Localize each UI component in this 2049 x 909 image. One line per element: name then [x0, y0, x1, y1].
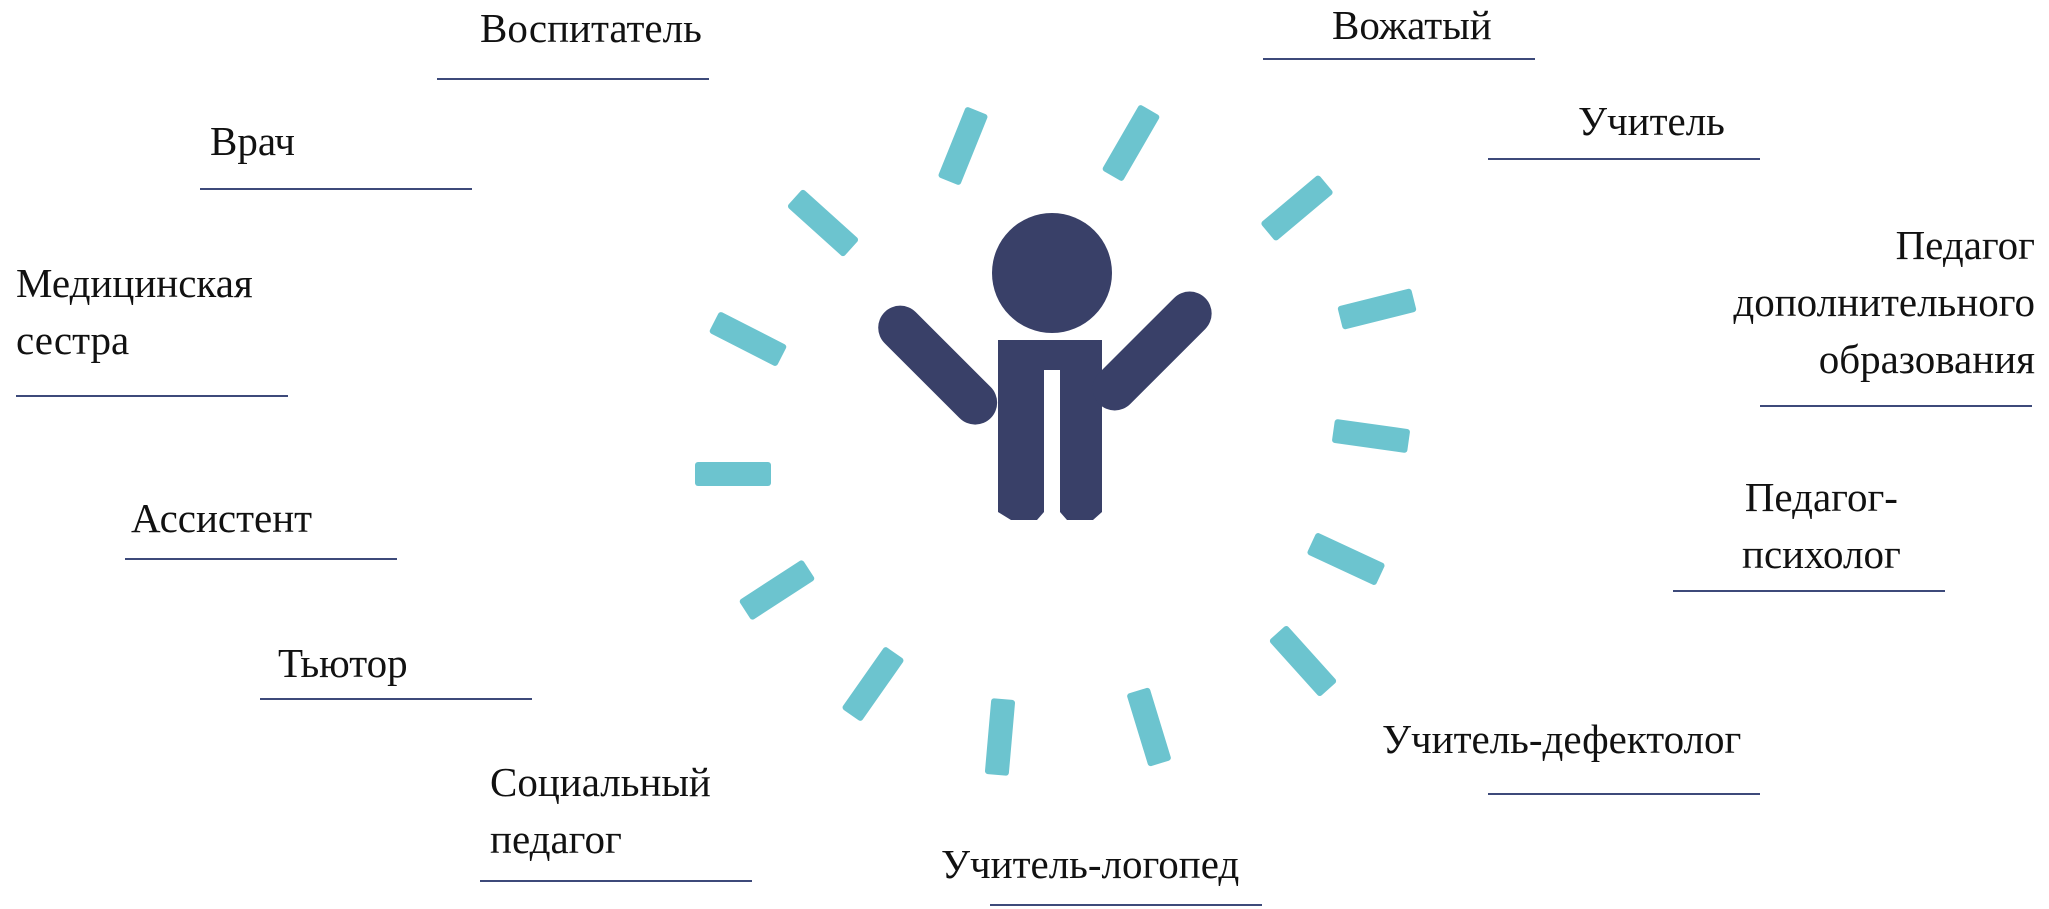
rays-group: [695, 105, 1417, 776]
underline-vrach: [200, 188, 472, 190]
role-vospitatel: Воспитатель: [480, 5, 702, 51]
ray-13: [709, 312, 787, 366]
underline-assistent: [125, 558, 397, 560]
ray-8: [1127, 687, 1171, 767]
role-vrach: Врач: [210, 118, 296, 164]
child-figure-icon: [878, 213, 1212, 520]
role-soc-pedagog: Социальный педагог: [490, 759, 711, 862]
role-vozhaty: Вожатый: [1332, 2, 1492, 48]
ray-4: [1337, 288, 1417, 330]
figure-head: [992, 213, 1112, 333]
underline-vospitatel: [437, 78, 709, 80]
ray-9: [984, 698, 1016, 776]
role-pedagog-psiholog: Педагог- психолог: [1742, 474, 1901, 577]
ray-1: [938, 107, 988, 185]
ray-11: [739, 560, 815, 620]
ray-6: [1307, 533, 1385, 585]
underline-med-sestra: [16, 395, 288, 397]
ray-12: [695, 462, 771, 486]
ray-5: [1332, 419, 1410, 453]
underline-defektolog: [1488, 793, 1760, 795]
ray-2: [1102, 105, 1160, 181]
figure-left-arm: [878, 305, 998, 425]
role-defektolog: Учитель-дефектолог: [1382, 716, 1742, 762]
role-pedagog-dop: Педагог дополнительного образования: [1733, 222, 2035, 382]
underline-vozhaty: [1263, 58, 1535, 60]
ray-14: [787, 189, 859, 257]
underline-soc-pedagog: [480, 880, 752, 882]
ray-3: [1261, 175, 1333, 241]
role-med-sestra: Медицинская сестра: [16, 260, 253, 363]
ray-10: [842, 647, 904, 721]
role-logoped: Учитель-логопед: [941, 841, 1240, 887]
underline-logoped: [990, 904, 1262, 906]
role-tyutor: Тьютор: [278, 640, 408, 686]
figure-body: [998, 340, 1102, 520]
underline-tyutor: [260, 698, 532, 700]
role-uchitel: Учитель: [1578, 98, 1725, 144]
figure-right-arm: [1092, 291, 1212, 411]
ray-7: [1269, 625, 1337, 697]
role-assistent: Ассистент: [131, 495, 313, 541]
underline-uchitel: [1488, 158, 1760, 160]
underline-pedagog-dop: [1760, 405, 2032, 407]
underline-pedagog-psiholog: [1673, 590, 1945, 592]
